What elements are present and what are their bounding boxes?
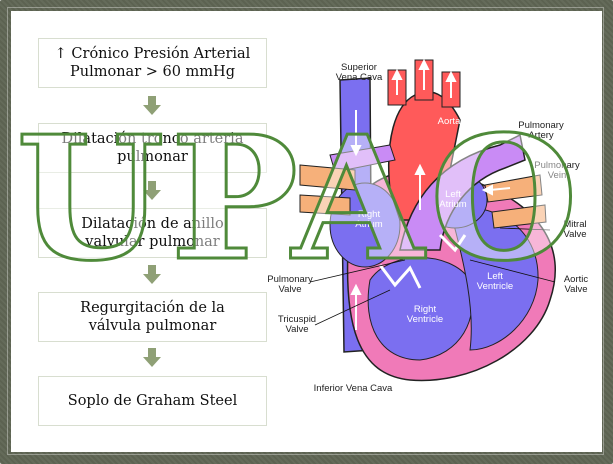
- label-aortic-valve: Aortic Valve: [563, 274, 589, 295]
- pulmonary-vein-right: [484, 174, 543, 203]
- mitral-valve: [438, 233, 467, 253]
- label-left-ventricle: Left Ventricle: [476, 271, 514, 292]
- flow-step-3-text: Dilatación de anillo valvular pulmonar: [81, 216, 224, 250]
- label-superior-vena-cava: Superior Vena Cava: [335, 62, 383, 83]
- label-pulmonary-vein: Pulmonary Vein: [534, 160, 580, 181]
- pulmonary-vein-left: [299, 164, 356, 191]
- label-tricuspid-valve: Tricuspid Valve: [277, 314, 317, 335]
- pulmonary-artery: [399, 133, 526, 251]
- heart-diagram: [299, 58, 556, 382]
- flow-step-2: Dilatación tronco arteria pulmonar: [38, 123, 267, 173]
- flow-step-1-text: ↑ Crónico Presión Arterial Pulmonar > 60…: [54, 46, 251, 80]
- flow-step-2-text: Dilatación tronco arteria pulmonar: [61, 131, 244, 165]
- flow-step-4-text: Regurgitación de la válvula pulmonar: [80, 300, 225, 334]
- flow-step-4: Regurgitación de la válvula pulmonar: [38, 292, 267, 342]
- tricuspid-valve: [378, 264, 422, 289]
- label-aorta: Aorta: [437, 116, 461, 127]
- down-arrow-icon: [143, 348, 161, 367]
- label-mitral-valve: Mitral Valve: [563, 219, 587, 240]
- down-arrow-icon: [143, 96, 161, 115]
- label-inferior-vena-cava: Inferior Vena Cava: [313, 383, 393, 394]
- flow-step-5-text: Soplo de Graham Steel: [67, 393, 238, 409]
- slide-inner-border: [7, 7, 604, 455]
- label-pulmonary-valve: Pulmonary Valve: [267, 274, 313, 295]
- flow-step-1: ↑ Crónico Presión Arterial Pulmonar > 60…: [38, 38, 267, 88]
- label-right-atrium: Right Atrium: [355, 209, 383, 230]
- label-right-ventricle: Right Ventricle: [406, 304, 444, 325]
- flow-step-5: Soplo de Graham Steel: [38, 376, 267, 426]
- down-arrow-icon: [143, 181, 161, 200]
- label-pulmonary-artery: Pulmonary Artery: [518, 120, 564, 141]
- label-left-atrium: Left Atrium: [439, 189, 467, 210]
- flow-step-3: Dilatación de anillo valvular pulmonar: [38, 208, 267, 258]
- down-arrow-icon: [143, 265, 161, 284]
